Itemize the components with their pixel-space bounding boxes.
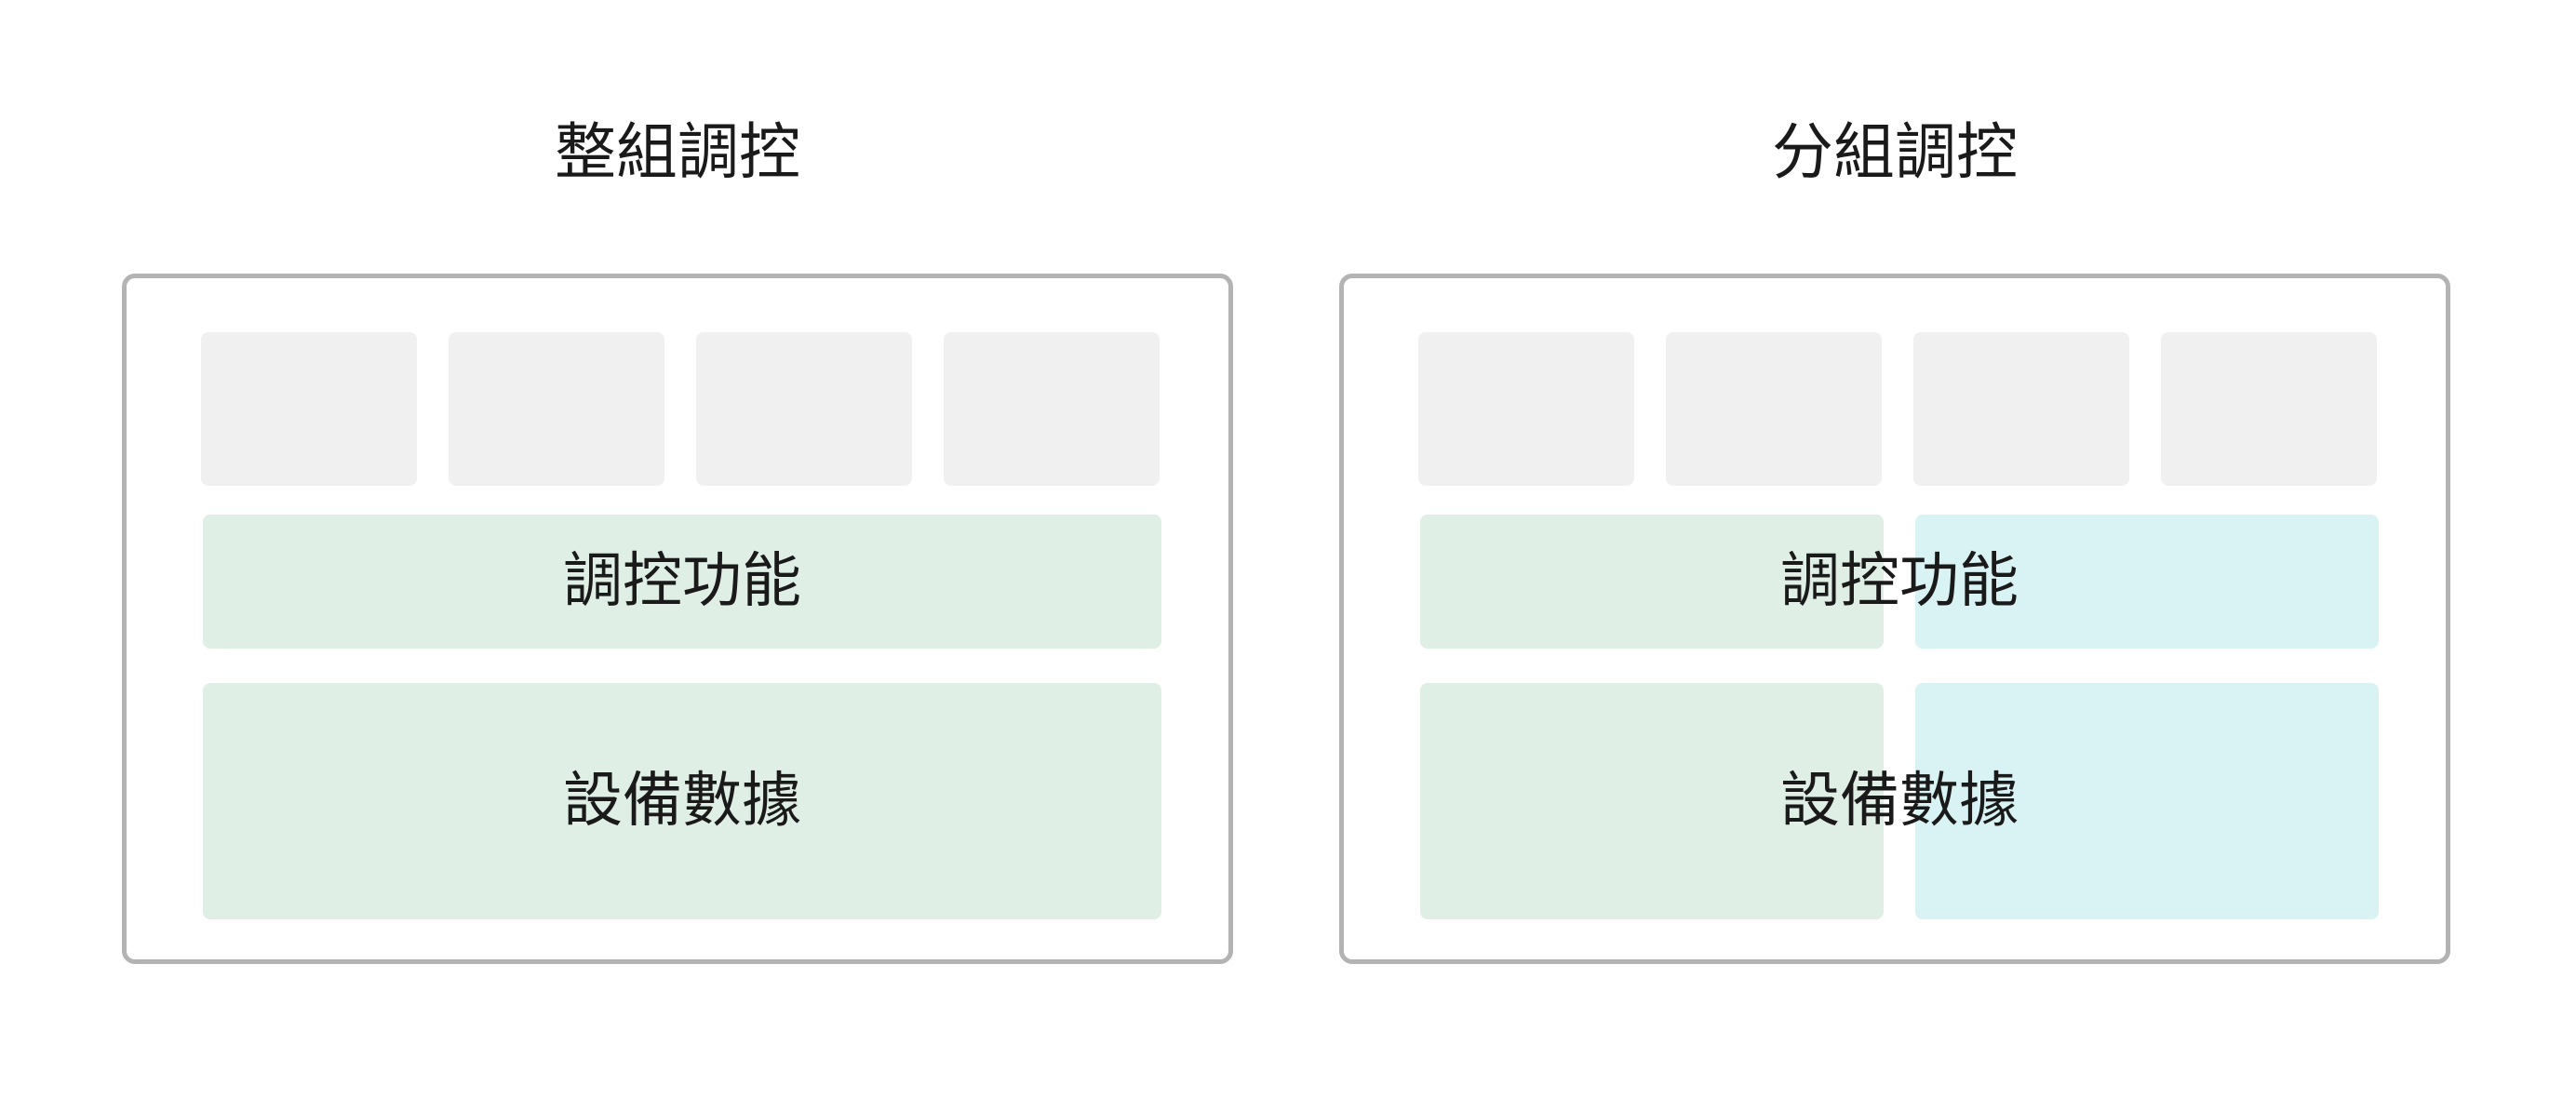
device-tile-3: [1913, 332, 2129, 486]
device-data-block-group-a: [1420, 683, 1884, 919]
control-function-block-group-a: [1420, 515, 1884, 649]
control-function-label: 調控功能: [563, 547, 801, 616]
device-data-label: 設備數據: [563, 767, 801, 836]
device-data-block-group-b: [1915, 683, 2379, 919]
panel-frame-whole-group: 調控功能 設備數據: [122, 274, 1233, 964]
device-tile-1: [1418, 332, 1634, 486]
panel-frame-split-group: 調控功能 設備數據: [1339, 274, 2450, 964]
panel-title-whole-group: 整組調控: [555, 116, 800, 188]
device-tile-4: [2161, 332, 2377, 486]
device-tile-1: [201, 332, 417, 486]
control-function-label: 調控功能: [1780, 547, 2019, 616]
control-function-block-group-b: [1915, 515, 2379, 649]
device-data-block: [203, 683, 1161, 919]
device-tile-4: [944, 332, 1160, 486]
device-data-label: 設備數據: [1780, 767, 2019, 836]
device-tile-3: [696, 332, 912, 486]
device-tile-2: [449, 332, 664, 486]
control-function-block: [203, 515, 1161, 649]
panel-title-split-group: 分組調控: [1772, 116, 2018, 188]
device-tile-2: [1666, 332, 1882, 486]
